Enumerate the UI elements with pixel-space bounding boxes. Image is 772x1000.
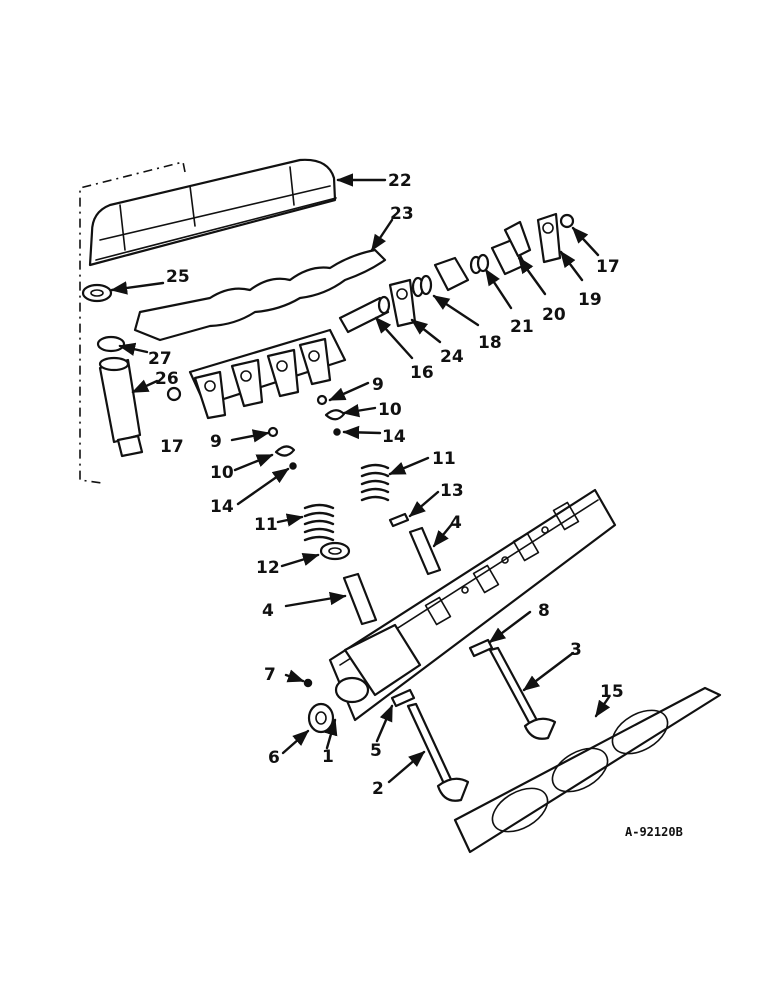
callout-4-upper: 4 [450, 513, 462, 533]
callout-20: 20 [542, 305, 566, 325]
spring-washer-part [319, 541, 351, 561]
callout-1: 1 [322, 747, 334, 767]
callout-labels: 22 23 25 27 26 17 16 24 18 21 20 19 17 9… [148, 171, 624, 799]
valve-spring-left-part [303, 503, 335, 542]
valve-cover-gasket-part [133, 248, 387, 342]
leader-lines [110, 173, 611, 784]
callout-3: 3 [570, 640, 582, 660]
callout-4-lower: 4 [262, 601, 274, 621]
valve-spring-right-part [360, 463, 390, 502]
callout-14-right: 14 [382, 427, 406, 447]
retainer-ring-left-part [166, 386, 182, 402]
callout-9-left: 9 [210, 432, 222, 452]
callout-17-left: 17 [160, 437, 184, 457]
callout-6: 6 [268, 748, 280, 768]
callout-25: 25 [166, 267, 190, 287]
cylinder-head-part [328, 488, 617, 722]
callout-22: 22 [388, 171, 412, 191]
drawing-reference-code: A-92120B [625, 825, 683, 839]
callout-17-right: 17 [596, 257, 620, 277]
callout-15: 15 [600, 682, 624, 702]
rocker-arm-assembly-part [188, 328, 347, 420]
callout-11-right: 11 [432, 449, 456, 469]
rocker-shaft-part [338, 295, 391, 334]
shaft-spring-part [411, 274, 433, 298]
bracket-tube-part [98, 356, 144, 458]
callout-8: 8 [538, 601, 550, 621]
callout-10-right: 10 [378, 400, 402, 420]
exhaust-valve-part [488, 646, 557, 740]
callout-2: 2 [372, 779, 384, 799]
callout-10-left: 10 [210, 463, 234, 483]
valve-guide-upper-part [408, 526, 442, 576]
callout-7: 7 [264, 665, 276, 685]
callout-27: 27 [148, 349, 172, 369]
callout-9-right: 9 [372, 375, 384, 395]
valve-cover-washer-part [81, 283, 113, 303]
callout-16: 16 [410, 363, 434, 383]
callout-19: 19 [578, 290, 602, 310]
callout-23: 23 [390, 204, 414, 224]
shaft-end-bracket-part [536, 212, 562, 264]
assembly-bracket-line [79, 161, 186, 484]
callout-5: 5 [370, 741, 382, 761]
callout-24: 24 [440, 347, 464, 367]
callout-12: 12 [256, 558, 280, 578]
intake-valve-part [406, 702, 470, 802]
callout-11-left: 11 [254, 515, 278, 535]
callout-26: 26 [155, 369, 179, 389]
callout-14-left: 14 [210, 497, 234, 517]
callout-18: 18 [478, 333, 502, 353]
o-ring-part [96, 335, 126, 353]
head-gasket-part [453, 686, 722, 854]
callout-21: 21 [510, 317, 534, 337]
retainer-ring-right-part [559, 213, 575, 229]
valve-seal-ring-part [307, 702, 335, 734]
valve-cover-part [88, 158, 337, 267]
valve-guide-lower-part [342, 572, 378, 626]
rocker-spring-part [469, 253, 490, 275]
callout-13: 13 [440, 481, 464, 501]
